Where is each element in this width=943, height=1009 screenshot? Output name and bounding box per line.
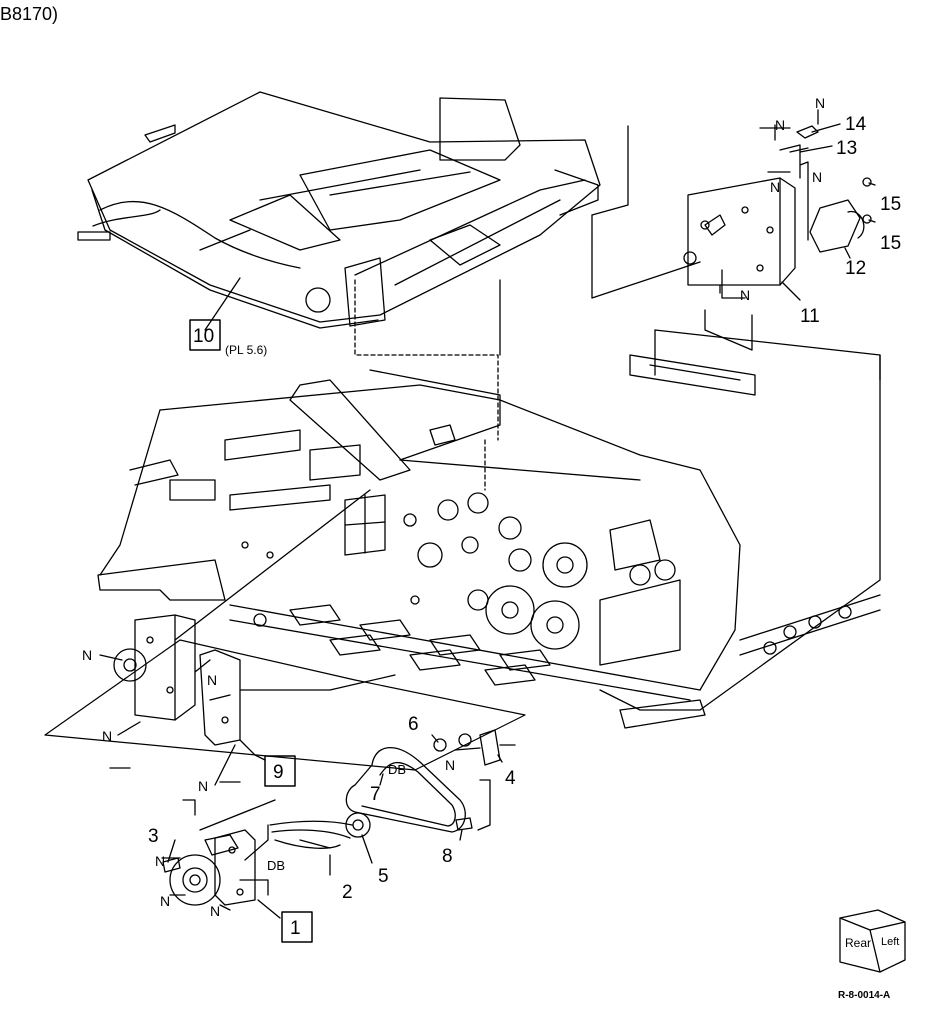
boxed-callout-10: 10 [193, 326, 214, 347]
screw-n-13: N [210, 903, 220, 919]
drive-belt-assembly [162, 729, 501, 873]
callout-4: 4 [505, 768, 516, 789]
reference-code: R-8-0014-A [838, 990, 891, 1001]
callout-2: 2 [342, 882, 353, 903]
boxed-callout-9: 9 [273, 762, 284, 783]
callout-11: 11 [800, 306, 820, 327]
callout-3: 3 [148, 826, 159, 847]
screw-n-1: N [815, 95, 825, 111]
orientation-cube-labels: Rear Left [845, 936, 899, 950]
upper-feeder-assembly [77, 91, 601, 329]
callout-13: 13 [836, 138, 857, 159]
boxed-callout-1: 1 [290, 918, 301, 939]
callout-15b: 15 [880, 233, 901, 254]
orientation-cube [839, 909, 906, 973]
callout-5: 5 [378, 866, 389, 887]
screw-n-4: N [770, 179, 780, 195]
screw-n-10: N [445, 757, 455, 773]
belt-label-lower: DB [267, 858, 285, 873]
screw-n-11: N [155, 853, 165, 869]
callout-7: 7 [370, 784, 381, 805]
callout-12: 12 [845, 258, 866, 279]
belt-label-upper: DB [388, 762, 406, 777]
callout-box-10 [189, 319, 221, 351]
screw-labels: N N N N N N N N N N N N N [82, 95, 825, 919]
belt-labels: DB DB [267, 762, 406, 873]
screw-n-5: N [740, 287, 750, 303]
callout-6: 6 [408, 714, 419, 735]
header-fragment: B8170) [0, 4, 59, 24]
callout-14: 14 [845, 114, 867, 135]
cube-face-left: Left [881, 936, 899, 948]
callout-15a: 15 [880, 194, 901, 215]
screw-n-7: N [207, 672, 217, 688]
main-motor-assembly [169, 824, 269, 906]
pl-reference: (PL 5.6) [225, 343, 267, 357]
main-frame [97, 329, 881, 729]
callout-labels: 10 (PL 5.6) 9 1 14 13 15 15 12 11 6 7 4 … [148, 114, 901, 939]
right-drive-bracket [683, 125, 872, 286]
callout-box-9 [264, 755, 296, 787]
screw-n-12: N [160, 893, 170, 909]
screw-n-2: N [775, 117, 785, 133]
screw-n-3: N [812, 169, 822, 185]
callout-box-1 [281, 911, 313, 943]
cube-face-rear: Rear [845, 936, 871, 950]
callout-8: 8 [442, 846, 453, 867]
screw-n-9: N [198, 778, 208, 794]
screw-n-8: N [102, 728, 112, 744]
screw-n-6: N [82, 647, 92, 663]
